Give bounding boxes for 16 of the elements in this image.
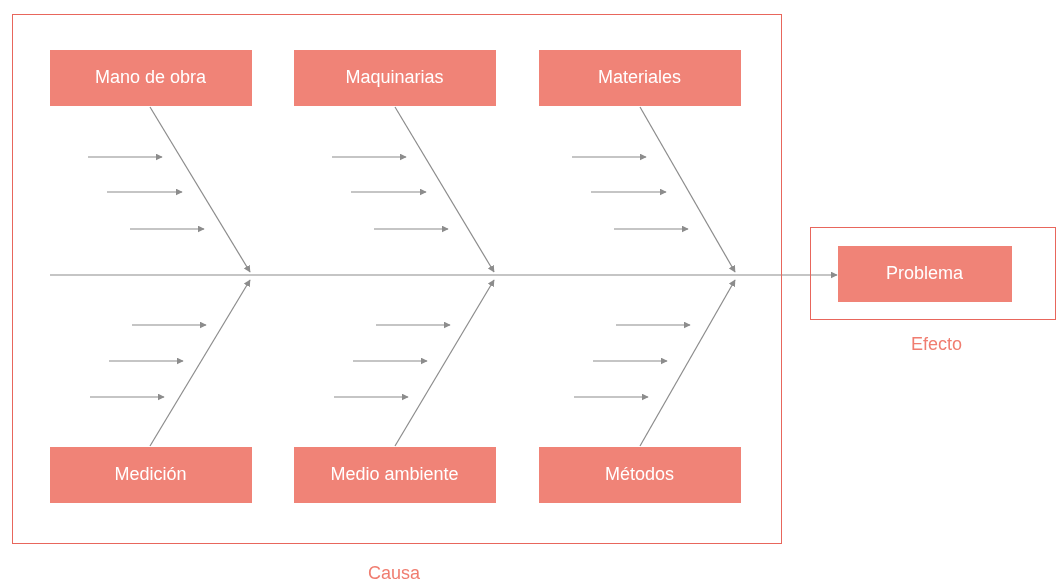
bone-arrow xyxy=(149,279,251,447)
cause-box: Materiales xyxy=(538,49,741,106)
cause-box: Mano de obra xyxy=(49,49,252,106)
bone-arrow xyxy=(394,279,495,447)
cause-box: Medición xyxy=(49,446,252,503)
cause-box: Métodos xyxy=(538,446,741,503)
cause-box: Maquinarias xyxy=(293,49,496,106)
bone-arrow xyxy=(639,279,736,447)
effect-box: Problema xyxy=(837,245,1012,302)
group-heading: Causa xyxy=(368,563,421,581)
group-heading: Efecto xyxy=(911,334,963,355)
cause-box: Medio ambiente xyxy=(293,446,496,503)
spine-arrow xyxy=(49,271,838,279)
bone-arrow xyxy=(149,106,251,273)
bone-arrow xyxy=(394,106,495,273)
bone-arrow xyxy=(639,106,736,273)
